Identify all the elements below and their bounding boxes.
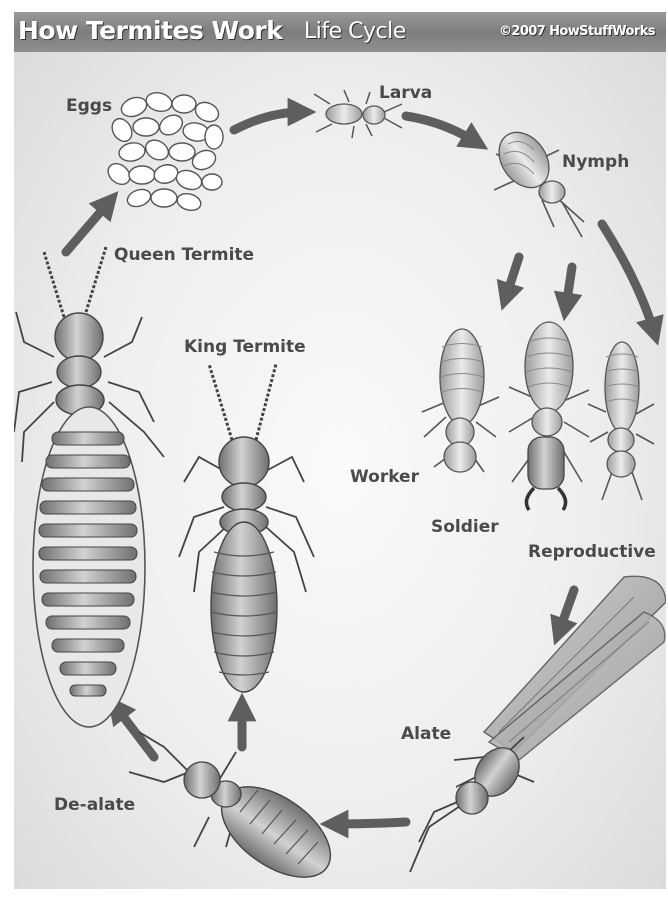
nymph-illustration bbox=[489, 123, 584, 237]
label-reproductive: Reproductive bbox=[528, 542, 656, 562]
arrow-dealate-to-queen bbox=[116, 707, 154, 757]
label-worker: Worker bbox=[350, 467, 419, 487]
label-larva: Larva bbox=[379, 83, 432, 103]
arrow-nymph-to-worker bbox=[506, 257, 519, 297]
arrow-reproductive-to-alate bbox=[559, 590, 574, 632]
arrow-nymph-to-reproductive bbox=[602, 224, 654, 332]
reproductive-illustration bbox=[588, 342, 654, 500]
arrow-queen-to-eggs bbox=[66, 202, 109, 252]
label-queen-termite: Queen Termite bbox=[114, 245, 254, 265]
diagram-frame: How Termites Work Life Cycle ©2007 HowSt… bbox=[14, 12, 666, 889]
label-nymph: Nymph bbox=[562, 152, 629, 172]
arrow-alate-to-dealate bbox=[334, 822, 406, 824]
worker-illustration bbox=[422, 329, 499, 472]
label-soldier: Soldier bbox=[431, 517, 499, 537]
arrow-larva-to-nymph bbox=[406, 116, 476, 142]
eggs-illustration bbox=[104, 90, 223, 213]
label-dealate: De-alate bbox=[54, 795, 135, 815]
arrow-nymph-to-soldier bbox=[566, 267, 572, 307]
soldier-illustration bbox=[509, 322, 589, 510]
label-alate: Alate bbox=[401, 724, 451, 744]
label-king-termite: King Termite bbox=[184, 337, 306, 357]
arrow-eggs-to-larva bbox=[234, 112, 302, 130]
dealate-illustration bbox=[129, 732, 346, 889]
king-termite-illustration bbox=[179, 364, 314, 692]
life-cycle-illustration bbox=[14, 12, 666, 889]
label-eggs: Eggs bbox=[66, 96, 112, 116]
queen-termite-illustration bbox=[14, 247, 164, 727]
